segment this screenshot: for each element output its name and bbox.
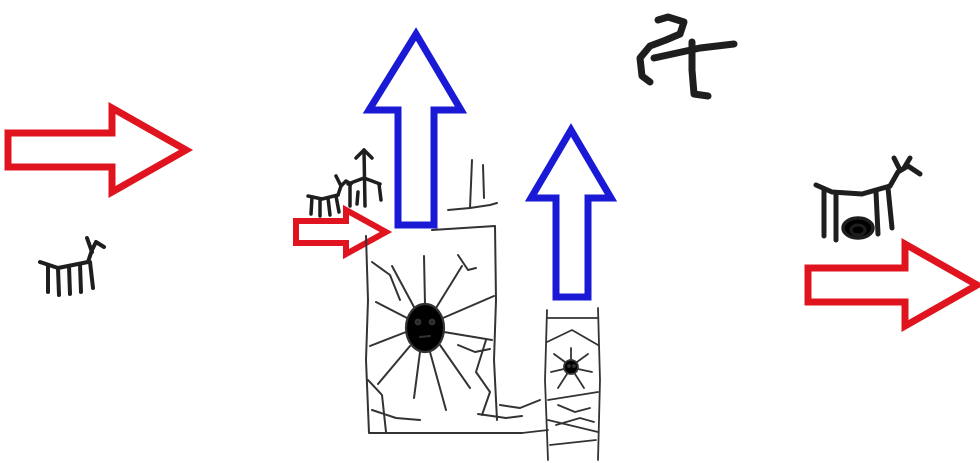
red-arrow-right [808,244,977,326]
small-panel-with-sun-face [522,308,600,460]
large-panel-with-sun-face [366,160,540,433]
red-arrow-small [296,210,386,254]
quadruped-left-icon [40,238,104,295]
red-arrow-left [8,108,186,192]
glyph-figure-icon [640,17,734,96]
blue-arrow-tall [369,34,461,225]
blue-arrow-short [531,130,611,297]
branch-figure-icon [348,150,381,206]
goat-figure-icon [816,158,920,240]
